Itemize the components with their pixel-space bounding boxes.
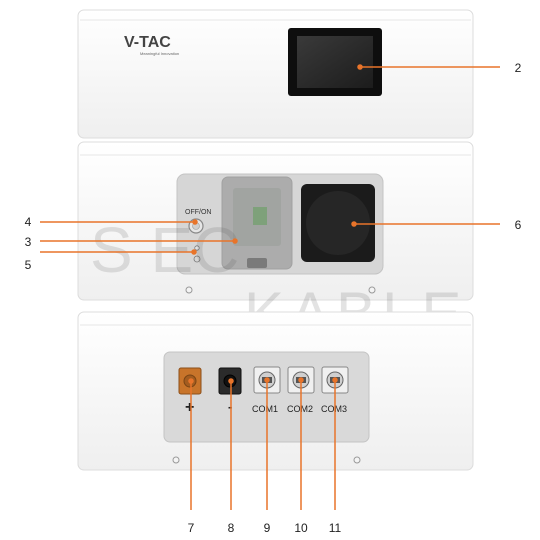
- plus-symbol: +: [185, 399, 194, 416]
- screw-icon: [353, 456, 361, 464]
- callout-3: 3: [25, 235, 32, 249]
- ground-icon: [193, 255, 201, 263]
- switch-module: OFF/ON: [77, 141, 474, 301]
- callout-9: 9: [264, 521, 271, 535]
- screw-icon: [368, 286, 376, 294]
- reset-button[interactable]: [194, 245, 200, 251]
- screw-icon: [172, 456, 180, 464]
- display-module: V-TAC Meaningful Innovation: [77, 9, 474, 139]
- callout-10: 10: [294, 521, 308, 535]
- com3-label: COM3: [321, 404, 347, 414]
- terminal-module: + - COM1 COM2 COM3: [77, 311, 474, 471]
- callout-4: 4: [25, 215, 32, 229]
- switch-label: OFF/ON: [185, 209, 211, 216]
- com1-label: COM1: [252, 404, 278, 414]
- brand-tagline: Meaningful Innovation: [140, 51, 179, 56]
- callout-6: 6: [515, 218, 522, 232]
- screw-icon: [185, 286, 193, 294]
- callout-2: 2: [515, 61, 522, 75]
- watermark-line1: S EC: [90, 214, 239, 286]
- callout-8: 8: [228, 521, 235, 535]
- minus-symbol: -: [228, 399, 232, 414]
- com2-label: COM2: [287, 404, 313, 414]
- callout-11: 11: [329, 521, 342, 535]
- callout-7: 7: [188, 521, 195, 535]
- callout-numbers: 2 3 4 5 6 7 8 9 10 11: [25, 61, 522, 535]
- brand-logo: V-TAC: [124, 34, 171, 51]
- callout-5: 5: [25, 258, 32, 272]
- callout-leaders: [40, 64, 500, 510]
